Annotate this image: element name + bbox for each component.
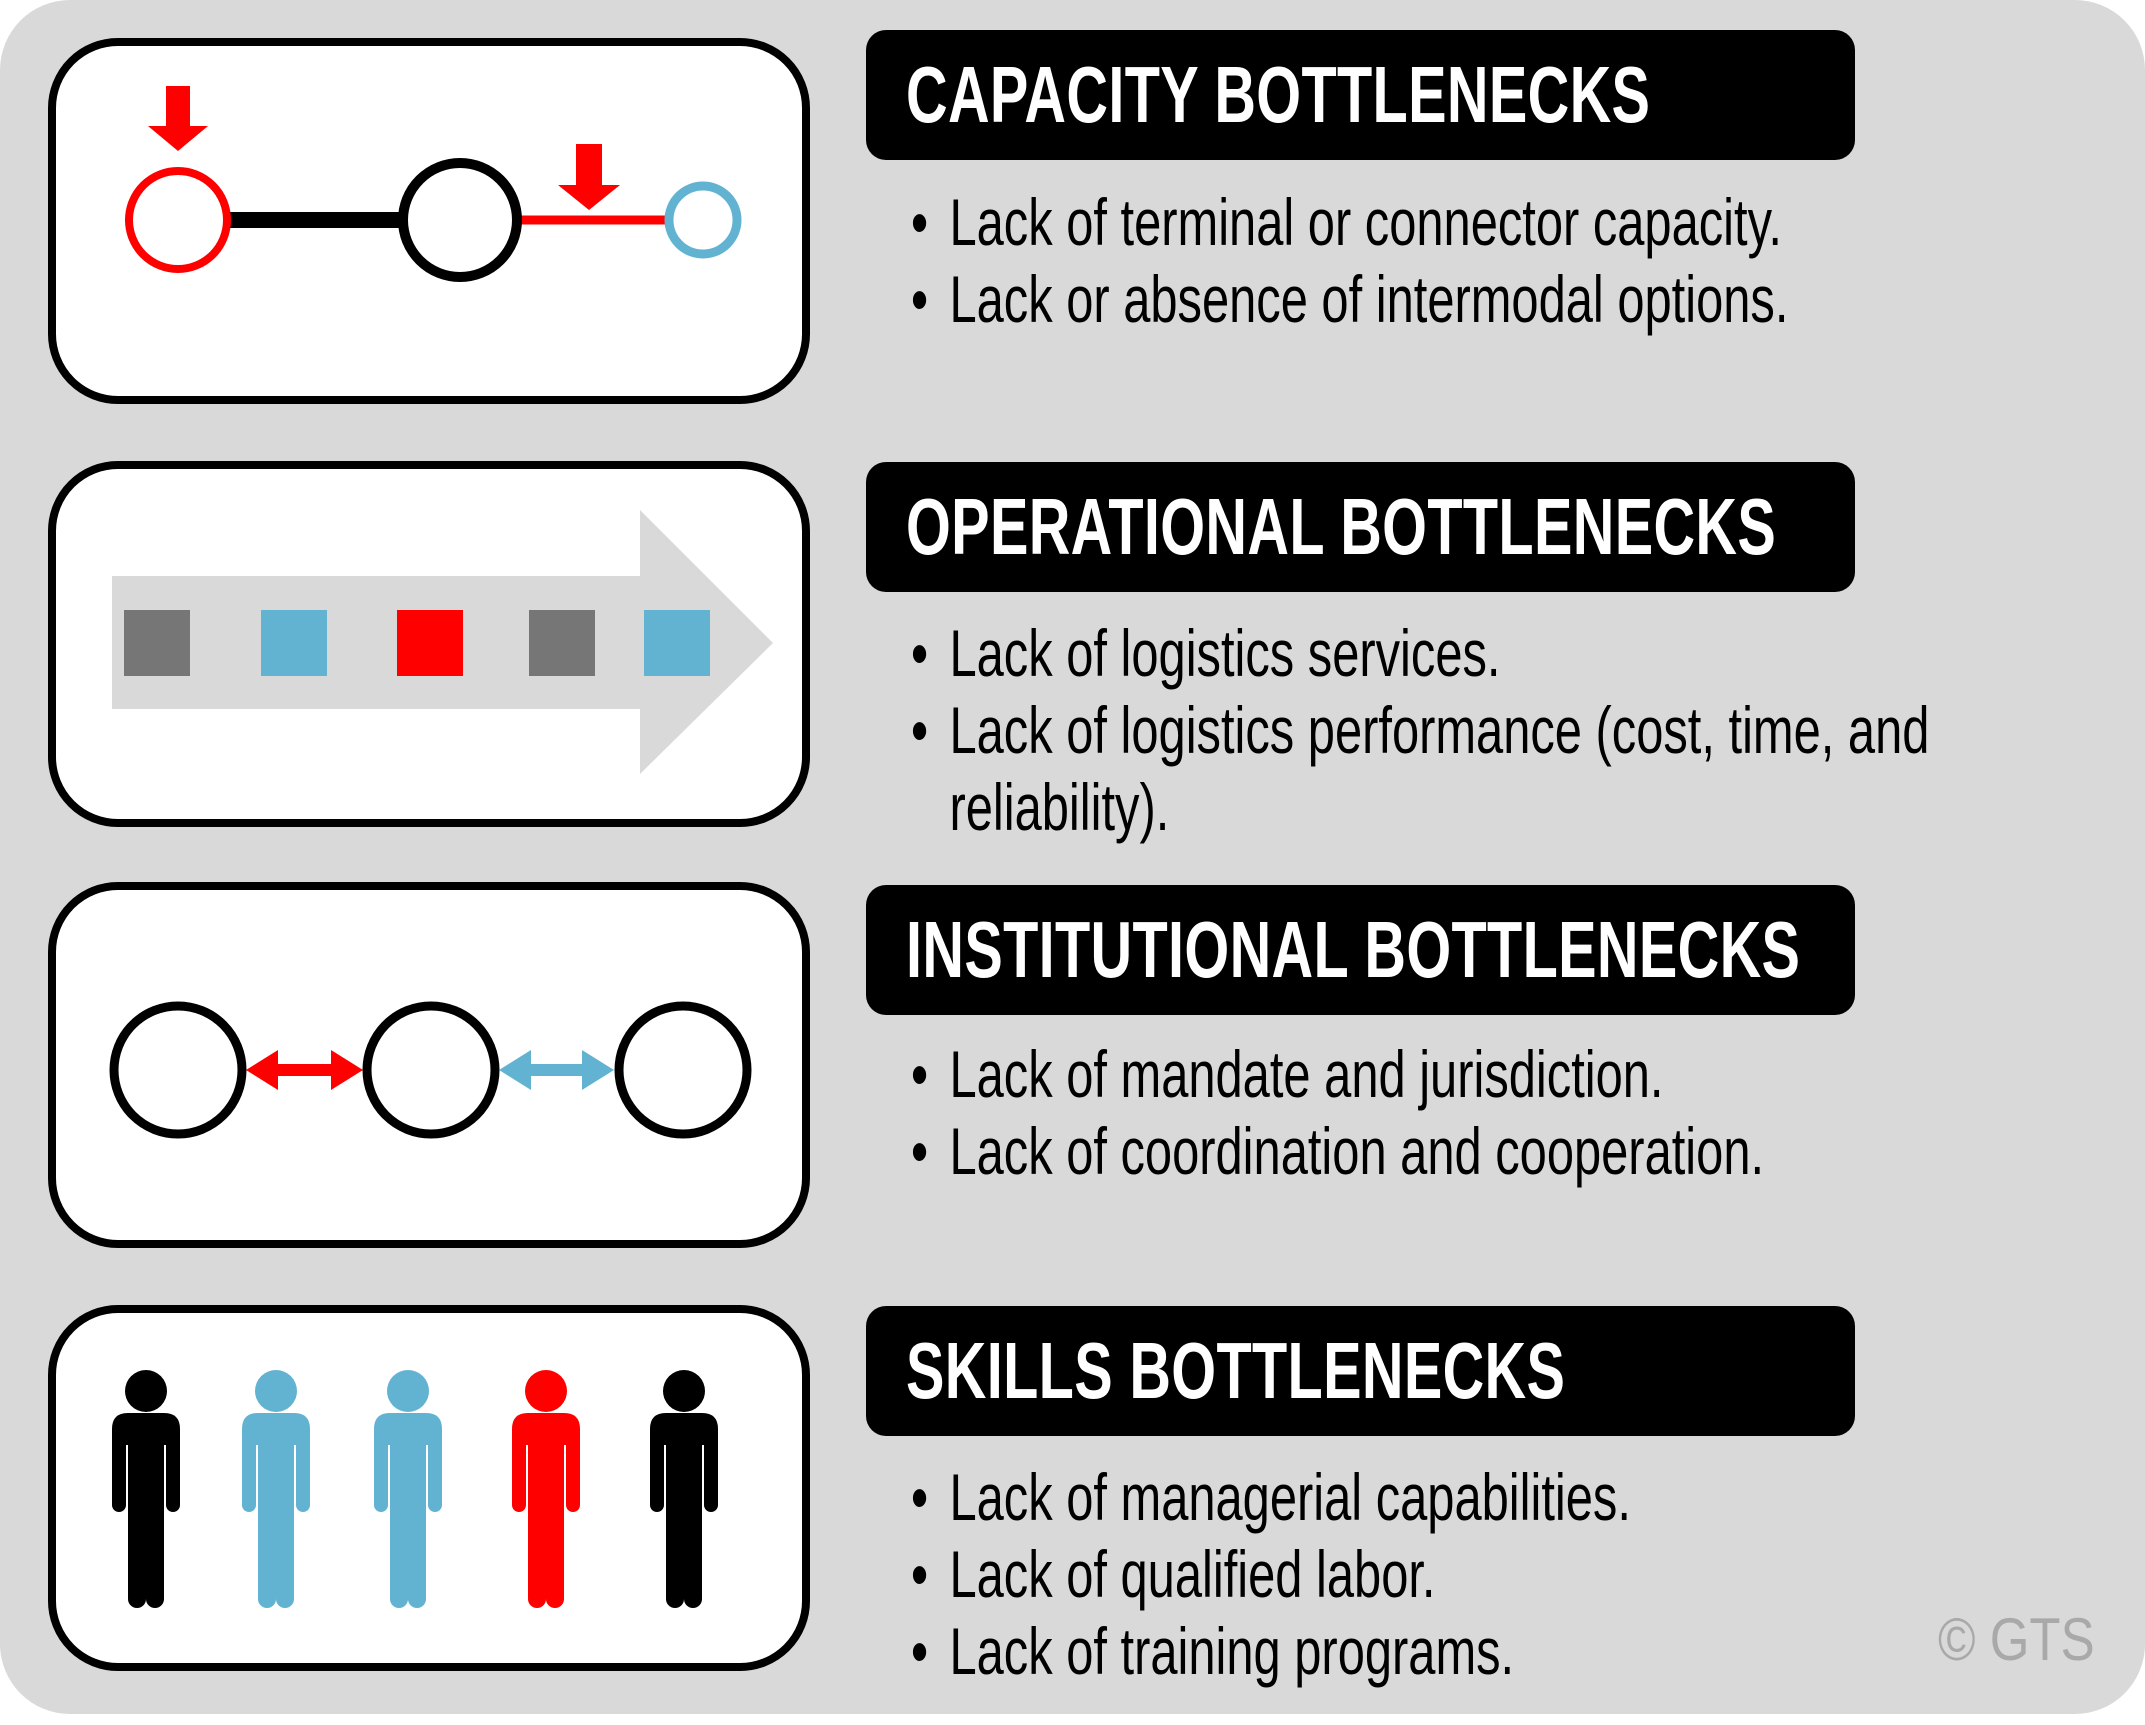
capacity-icon-box xyxy=(48,38,810,404)
institutional-icon-box xyxy=(48,882,810,1248)
operational-bullets: Lack of logistics services. Lack of logi… xyxy=(911,615,2110,846)
bullet-item: Lack or absence of intermodal options. xyxy=(911,261,2110,338)
bullet-item: Lack of logistics performance (cost, tim… xyxy=(911,692,2110,846)
bullet-item: Lack of coordination and cooperation. xyxy=(911,1113,2110,1190)
institutional-header: INSTITUTIONAL BOTTLENECKS xyxy=(866,885,1855,1015)
skills-header: SKILLS BOTTLENECKS xyxy=(866,1306,1855,1436)
bullet-item: Lack of mandate and jurisdiction. xyxy=(911,1036,2110,1113)
capacity-bullets: Lack of terminal or connector capacity. … xyxy=(911,184,2110,338)
bullet-item: Lack of training programs. xyxy=(911,1613,2110,1690)
section-title: SKILLS BOTTLENECKS xyxy=(906,1326,1566,1415)
skills-bullets: Lack of managerial capabilities. Lack of… xyxy=(911,1459,2110,1690)
institutional-bullets: Lack of mandate and jurisdiction. Lack o… xyxy=(911,1036,2110,1190)
operational-icon-box xyxy=(48,461,810,827)
bullet-item: Lack of logistics services. xyxy=(911,615,2110,692)
section-title: OPERATIONAL BOTTLENECKS xyxy=(906,482,1777,571)
section-title: CAPACITY BOTTLENECKS xyxy=(906,50,1651,139)
bullet-item: Lack of qualified labor. xyxy=(911,1536,2110,1613)
capacity-header: CAPACITY BOTTLENECKS xyxy=(866,30,1855,160)
copyright-text: © GTS xyxy=(1938,1606,2095,1673)
bullet-item: Lack of managerial capabilities. xyxy=(911,1459,2110,1536)
operational-header: OPERATIONAL BOTTLENECKS xyxy=(866,462,1855,592)
skills-icon-box xyxy=(48,1305,810,1671)
bullet-item: Lack of terminal or connector capacity. xyxy=(911,184,2110,261)
section-title: INSTITUTIONAL BOTTLENECKS xyxy=(906,905,1801,994)
